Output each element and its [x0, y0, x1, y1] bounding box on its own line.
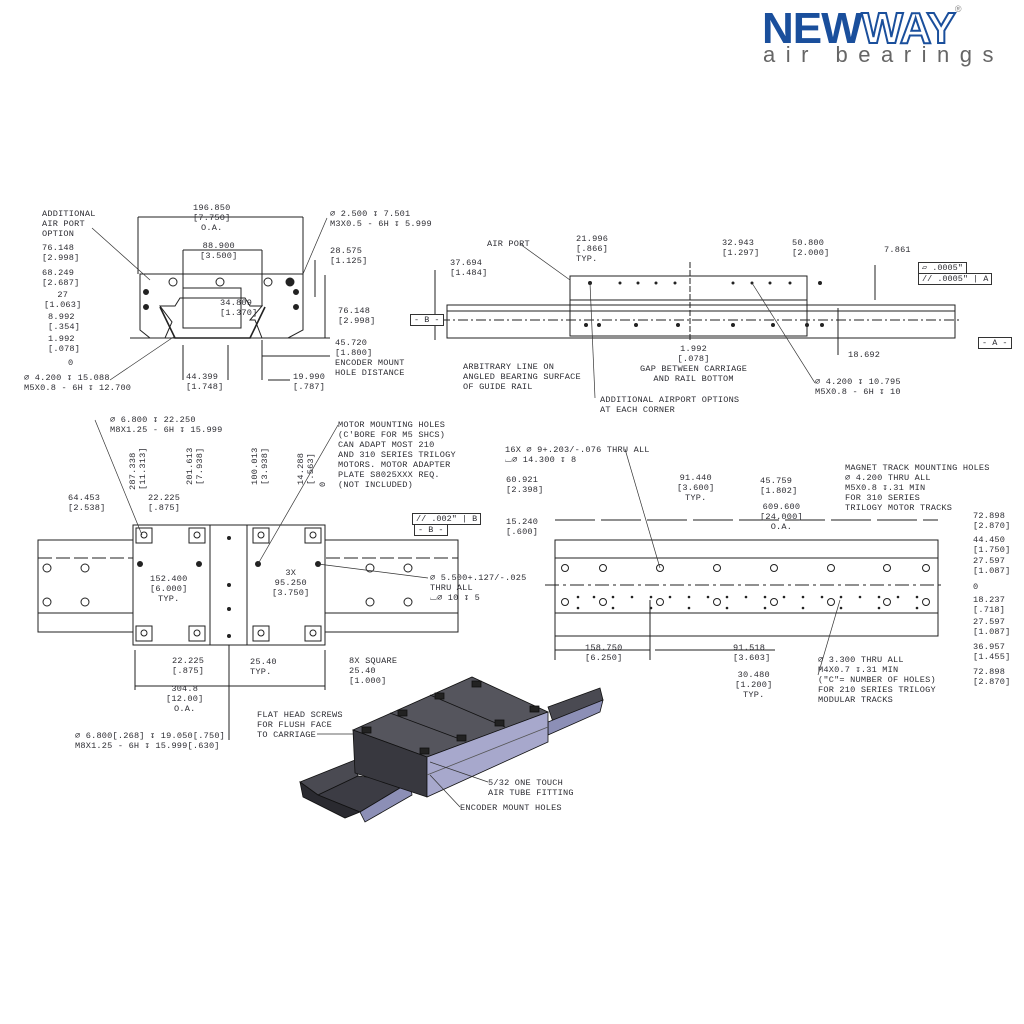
side-view-outline: [434, 262, 960, 355]
modular-track-note: ⌀ 3.300 THRU ALL M4X0.7 ↧.31 MIN ("C"= N…: [818, 655, 936, 705]
dim-19-990: 19.990 [.787]: [293, 372, 326, 392]
dim-44-399: 44.399 [1.748]: [186, 372, 224, 392]
dim-1-992: 1.992 [.078]: [48, 334, 81, 354]
thru-hole-callout: ⌀ 5.500+.127/-.025 THRU ALL ⌴⌀ 10 ↧ 5: [430, 573, 527, 603]
rail-dim-36-957: 36.957 [1.455]: [973, 642, 1011, 662]
dim-25-40-typ: 25.40 TYP.: [250, 657, 277, 677]
dim-64-453: 64.453 [2.538]: [68, 493, 106, 513]
dim-22-225-bottom: 22.225 [.875]: [172, 656, 205, 676]
parallelism-value: .0005": [937, 274, 968, 284]
rail-dim-18-237: 18.237 [.718]: [973, 595, 1006, 615]
center-width-dim: 88.900 [3.500]: [200, 241, 238, 261]
parallelism-datum: A: [983, 274, 989, 284]
dim-32-943: 32.943 [1.297]: [722, 238, 760, 258]
rail-hole-callout: 16X ⌀ 9+.203/-.076 THRU ALL ⌴⌀ 14.300 ↧ …: [505, 445, 650, 465]
air-port-label: AIR PORT: [487, 239, 530, 249]
logo-registered: ®: [954, 4, 962, 14]
dim-18-692: 18.692: [848, 350, 881, 360]
rail-dim-72-898-top: 72.898 [2.870]: [973, 511, 1011, 531]
dim-152-400: 152.400 [6.000] TYP.: [150, 574, 188, 604]
arbitrary-line-note: ARBITRARY LINE ON ANGLED BEARING SURFACE…: [463, 362, 581, 392]
dim-27: 27 [1.063]: [44, 290, 82, 310]
dim-8-992: 8.992 [.354]: [48, 312, 81, 332]
logo-way: WAY: [861, 3, 957, 54]
parallel-value: .002": [431, 514, 457, 524]
dim-30-480: 30.480 [1.200] TYP.: [735, 670, 773, 700]
flatness-value: .0005": [932, 263, 963, 273]
datum-b-side: - B -: [410, 314, 444, 326]
m8-hole-callout: ⌀ 6.800 ↧ 22.250 M8X1.25 - 6H ↧ 15.999: [110, 415, 223, 435]
side-m5-hole-callout: ⌀ 4.200 ↧ 10.795 M5X0.8 - 6H ↧ 10: [815, 377, 901, 397]
dim-95-250: 3X 95.250 [3.750]: [272, 568, 310, 598]
dim-zero: 0: [68, 358, 74, 368]
dim-68-249: 68.249 [2.687]: [42, 268, 80, 288]
dim-91-518: 91.518 [3.603]: [733, 643, 771, 663]
logo-new: NEW: [762, 4, 863, 53]
dim-0-top: 0: [318, 481, 328, 487]
dim-91-440: 91.440 [3.600] TYP.: [677, 473, 715, 503]
parallel-datum: B: [472, 514, 478, 524]
dim-34-809: 34.809 [1.370]: [220, 298, 258, 318]
m5-hole-callout: ⌀ 4.200 ↧ 15.088 M5X0.8 - 6H ↧ 12.700: [24, 373, 132, 393]
gap-note: 1.992 [.078] GAP BETWEEN CARRIAGE AND RA…: [640, 344, 748, 384]
rail-dim-27-597-top: 27.597 [1.087]: [973, 556, 1011, 576]
dim-50-800: 50.800 [2.000]: [792, 238, 830, 258]
m3-hole-callout: ⌀ 2.500 ↧ 7.501 M3X0.5 - 6H ↧ 5.999: [330, 209, 432, 229]
dim-60-921: 60.921 [2.398]: [506, 475, 544, 495]
dim-201-613: 201.613 [7.938]: [185, 447, 205, 486]
rail-view-outline: [545, 519, 945, 660]
dim-76-148-right: 76.148 [2.998]: [338, 306, 376, 326]
datum-a: - A -: [978, 337, 1012, 349]
rail-dim-27-597-bottom: 27.597 [1.087]: [973, 617, 1011, 637]
air-port-option-note: ADDITIONAL AIR PORT OPTION: [42, 209, 96, 239]
dim-76-148-left: 76.148 [2.998]: [42, 243, 80, 263]
air-tube-fitting-note: 5/32 ONE TOUCH AIR TUBE FITTING: [488, 778, 574, 798]
dim-37-694: 37.694 [1.484]: [450, 258, 488, 278]
overall-width-dim: 196.850 [7.750] O.A.: [193, 203, 231, 233]
dim-100-013: 100.013 [3.938]: [250, 447, 270, 486]
top-view-outline: [37, 524, 459, 740]
m8-bottom-callout: ⌀ 6.800[.268] ↧ 19.050[.750] M8X1.25 - 6…: [75, 731, 226, 751]
datum-b-top: - B -: [414, 524, 448, 536]
rail-overall-length: 609.600 [24.000] O.A.: [760, 502, 803, 532]
rail-dim-72-898-bottom: 72.898 [2.870]: [973, 667, 1011, 687]
encoder-hole-distance: 45.720 [1.800] ENCODER MOUNT HOLE DISTAN…: [335, 338, 405, 378]
dim-14-288: 14.288 [.563]: [296, 452, 316, 485]
dim-45-759: 45.759 [1.802]: [760, 476, 798, 496]
logo-tagline: air bearings: [763, 42, 1004, 67]
dim-7-861: 7.861: [884, 245, 911, 255]
dim-28-575: 28.575 [1.125]: [330, 246, 368, 266]
magnet-track-note: MAGNET TRACK MOUNTING HOLES ⌀ 4.200 THRU…: [845, 463, 990, 513]
front-view-outline: [130, 216, 330, 381]
parallelism-tolerance: // .0005" | A: [918, 273, 993, 285]
rail-dim-44-450: 44.450 [1.750]: [973, 535, 1011, 555]
top-overall-length: 304.8 [12.00] O.A.: [166, 684, 204, 714]
airport-options-note: ADDITIONAL AIRPORT OPTIONS AT EACH CORNE…: [600, 395, 740, 415]
dim-287-338: 287.338 [11.313]: [128, 447, 148, 490]
rail-dim-0: 0: [973, 582, 979, 592]
encoder-mount-holes-note: ENCODER MOUNT HOLES: [460, 803, 562, 813]
iso-view-render: [299, 676, 604, 823]
dim-22-225-top: 22.225 [.875]: [148, 493, 181, 513]
dim-21-996: 21.996 [.866] TYP.: [576, 234, 609, 264]
square-callout: 8X SQUARE 25.40 [1.000]: [349, 656, 398, 686]
dim-15-240: 15.240 [.600]: [506, 517, 539, 537]
flat-head-screws-note: FLAT HEAD SCREWS FOR FLUSH FACE TO CARRI…: [257, 710, 343, 740]
motor-mounting-note: MOTOR MOUNTING HOLES (C'BORE FOR M5 SHCS…: [338, 420, 456, 490]
leader-lines: [91, 217, 841, 808]
dim-158-750: 158.750 [6.250]: [585, 643, 623, 663]
